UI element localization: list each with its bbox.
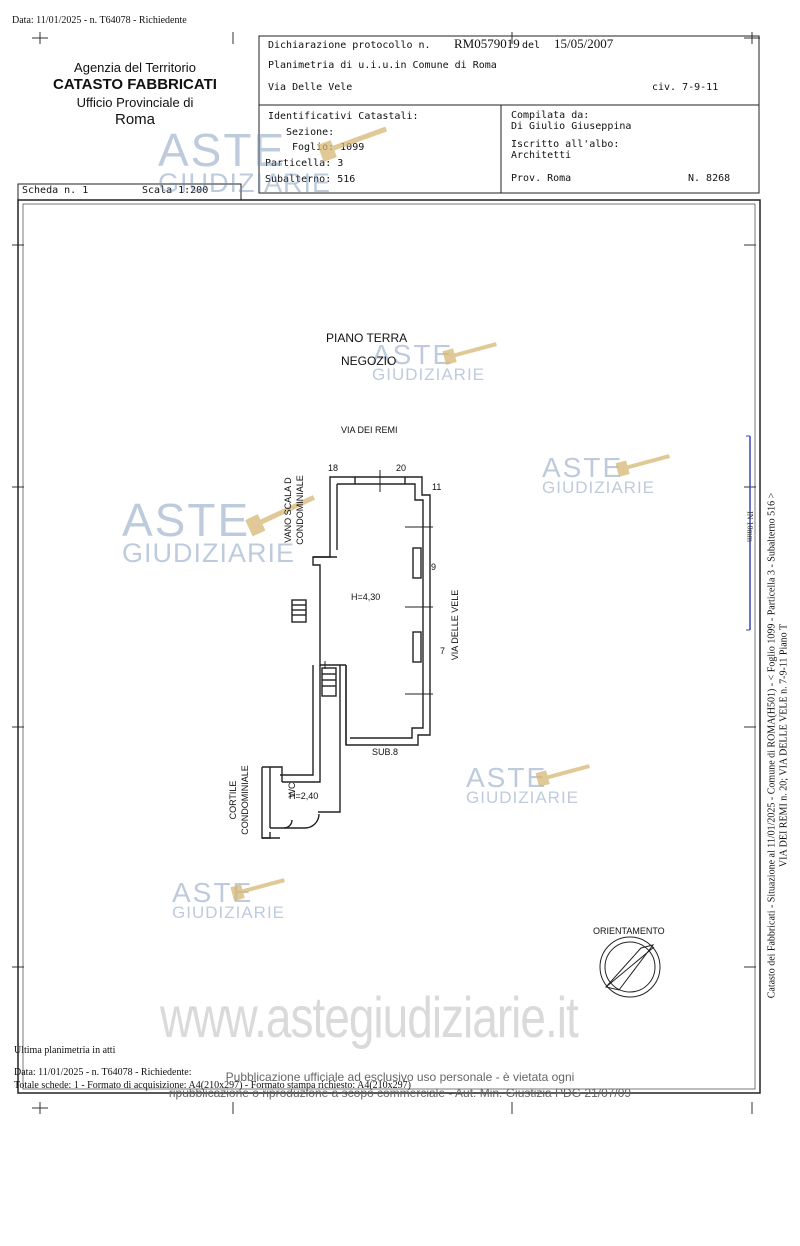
agency-name: Agenzia del Territorio [74, 60, 196, 75]
hammer-icons [230, 126, 670, 901]
office-city: Roma [114, 111, 155, 129]
identificativi-title: Identificativi Catastali: [268, 111, 419, 122]
street-via-dei-remi: VIA DEI REMI [341, 425, 398, 435]
hammer-icon [535, 764, 590, 787]
province: Prov. Roma [511, 173, 572, 184]
sheet-frame [12, 32, 761, 1114]
publication-notice-1: Pubblicazione ufficiale ad esclusivo uso… [225, 1070, 575, 1084]
civic-11: 11 [432, 482, 442, 492]
floor-plan-drawing [261, 470, 661, 998]
office-label: Ufficio Provinciale di [76, 95, 194, 110]
sub-8: SUB.8 [372, 747, 399, 757]
address: Via Delle Vele [268, 82, 353, 93]
orientation-label: ORIENTAMENTO [593, 926, 665, 936]
del-label: del [522, 40, 541, 51]
civic-18: 18 [328, 463, 339, 473]
albo-number: N. 8268 [688, 173, 731, 184]
side-caption-line1: Catasto dei Fabbricati - Situazione al 1… [766, 492, 778, 999]
floor-title: PIANO TERRA [326, 331, 408, 345]
civic-9: 9 [431, 562, 437, 572]
top-request-line: Data: 11/01/2025 - n. T64078 - Richieden… [12, 15, 187, 26]
civic-7: 7 [440, 646, 446, 656]
ultima-planimetria: Ultima planimetria in atti [14, 1045, 116, 1056]
catasto-title: CATASTO FABBRICATI [53, 76, 217, 94]
height-main: H=4,30 [351, 592, 381, 602]
hammer-icon [230, 878, 285, 901]
footer-data-line: Data: 11/01/2025 - n. T64078 - Richieden… [14, 1067, 192, 1078]
civic-numbers: civ. 7-9-11 [652, 82, 719, 93]
site-watermark: www.astegiudiziarie.it [160, 984, 579, 1050]
hammer-icon [317, 126, 388, 162]
compass-icon [599, 936, 661, 998]
sezione: Sezione: [286, 127, 335, 138]
scale: Scala 1:200 [142, 185, 209, 196]
scheda-number: Scheda n. 1 [22, 185, 89, 196]
albo-value: Architetti [511, 150, 572, 161]
hammer-icon [442, 342, 497, 365]
publication-notice-2: ripubblicazione o riproduzione a scopo c… [168, 1086, 632, 1100]
subalterno: Subalterno: 516 [265, 174, 356, 185]
protocol-date: 15/05/2007 [554, 36, 614, 51]
unit-type: NEGOZIO [341, 354, 397, 368]
side-stamp: IN 10mm [745, 511, 755, 542]
protocol-label: Dichiarazione protocollo n. [268, 40, 431, 51]
hammer-icon [245, 495, 316, 537]
particella: Particella: 3 [265, 158, 344, 169]
hammer-icon [615, 454, 670, 477]
albo-label: Iscritto all'albo: [511, 139, 620, 150]
side-caption-line2: VIA DEI REMI n. 20; VIA DELLE VELE n. 7-… [778, 623, 790, 868]
compilata-name: Di Giulio Giuseppina [511, 121, 632, 132]
compilata-label: Compilata da: [511, 110, 590, 121]
civic-20: 20 [396, 463, 407, 473]
footer-totale: Totale schede: 1 - Formato di acquisizio… [14, 1080, 411, 1091]
agency-block: Agenzia del Territorio CATASTO FABBRICAT… [30, 60, 240, 130]
protocol-number: RM0579019 [454, 36, 520, 51]
height-wc: H=2,40 [289, 791, 319, 801]
planimetria-title: Planimetria di u.i.u.in Comune di Roma [268, 60, 497, 71]
